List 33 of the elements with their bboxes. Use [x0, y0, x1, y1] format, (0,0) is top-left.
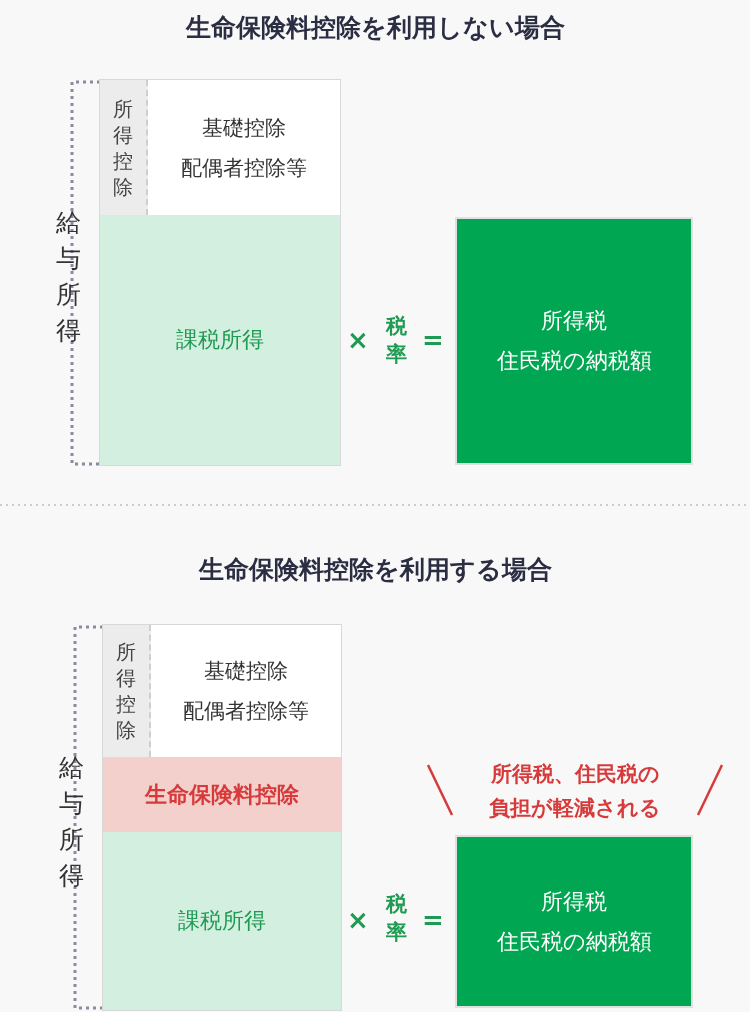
deduction-column [100, 80, 148, 215]
box-text: 所得控除 [115, 639, 137, 743]
box-text: 基礎控除 [204, 658, 288, 685]
heading: 生命保険料控除を利用しない場合 [184, 12, 566, 44]
box-text: 生命保険料控除 [145, 780, 299, 809]
deduction-box [151, 625, 341, 757]
taxable-income-box [100, 215, 340, 465]
tax-rate-label: 税率 [385, 313, 407, 368]
operator-sign: × [346, 905, 370, 935]
taxable-income-box [103, 832, 341, 1010]
operator-sign: = [421, 325, 445, 355]
callout-note: 所得税、住民税の負担が軽減される [488, 761, 662, 822]
box-text: 配偶者控除等 [181, 154, 307, 182]
income-label: 給与所得 [58, 752, 84, 892]
box-text: 住民税の納税額 [496, 927, 652, 956]
box-text: 課税所得 [176, 326, 264, 354]
box-text: 住民税の納税額 [496, 347, 652, 375]
heading: 生命保険料控除を利用する場合 [197, 554, 553, 586]
box-text: 所得税 [541, 307, 607, 335]
box-text: 配偶者控除等 [183, 698, 309, 725]
deduction-column [103, 625, 151, 757]
life-insurance-deduction-box [103, 757, 341, 832]
box-text: 課税所得 [178, 907, 266, 935]
tax-amount-box [455, 217, 693, 465]
tax-amount-box [455, 835, 693, 1008]
operator-sign: = [421, 905, 445, 935]
box-text: 所得控除 [112, 95, 134, 200]
income-label: 給与所得 [55, 207, 81, 347]
deduction-box [148, 80, 340, 215]
tax-rate-label: 税率 [385, 891, 407, 946]
operator-sign: × [346, 325, 370, 355]
box-text: 基礎控除 [202, 114, 286, 142]
box-text: 所得税 [541, 887, 607, 916]
